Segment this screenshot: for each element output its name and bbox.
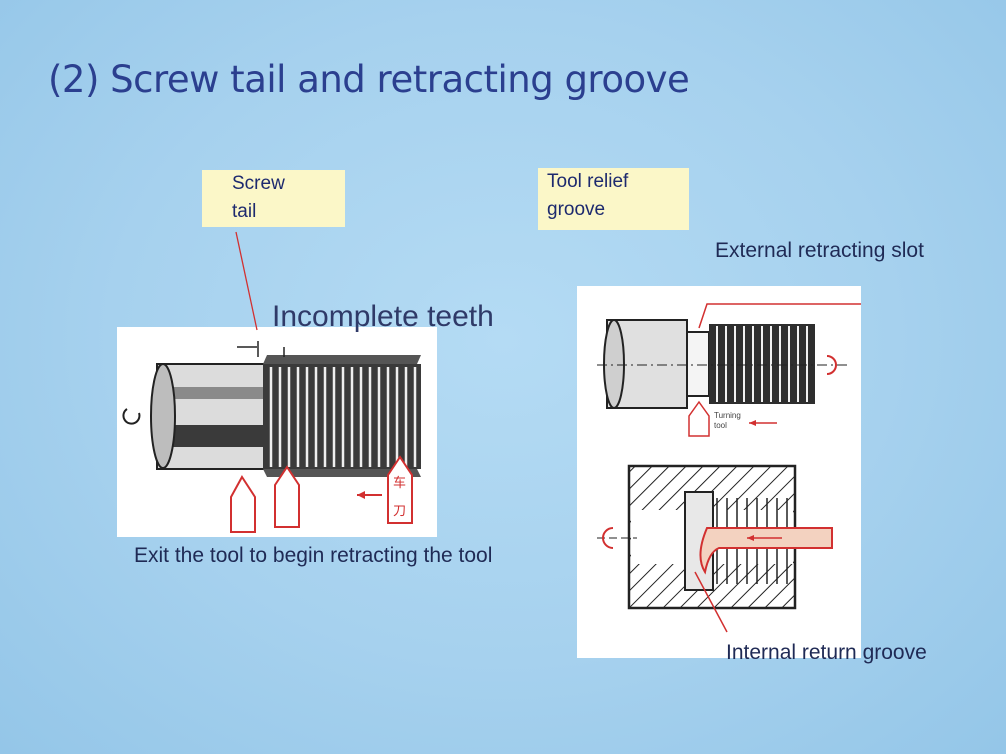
cn-char-top: 车	[393, 475, 406, 491]
incomplete-teeth-label: Incomplete teeth	[272, 300, 494, 333]
screw-tail-note-line1: Screw	[232, 173, 285, 194]
tool-relief-note: Tool relief groove	[538, 168, 689, 230]
screw-tail-note: Screw tail	[202, 170, 345, 227]
internal-groove-label: Internal return groove	[726, 641, 927, 664]
exit-tool-label: Exit the tool to begin retracting the to…	[134, 544, 493, 567]
external-slot-label: External retracting slot	[715, 239, 924, 262]
tool-relief-note-line1: Tool relief	[547, 171, 629, 192]
retracting-groove-figure: Turning tool	[577, 286, 861, 658]
turning-text: Turning	[714, 411, 741, 420]
groove-drawing: Turning tool	[597, 303, 861, 633]
screw-tail-figure: 车 刀	[117, 327, 437, 537]
screw-thread-drawing: 车 刀	[122, 341, 421, 533]
cn-char-bottom: 刀	[393, 504, 406, 519]
screw-tail-note-line2: tail	[232, 201, 257, 222]
slide-title: (2) Screw tail and retracting groove	[48, 58, 690, 101]
tool-text: tool	[714, 421, 727, 430]
tool-relief-note-line2: groove	[547, 199, 606, 220]
